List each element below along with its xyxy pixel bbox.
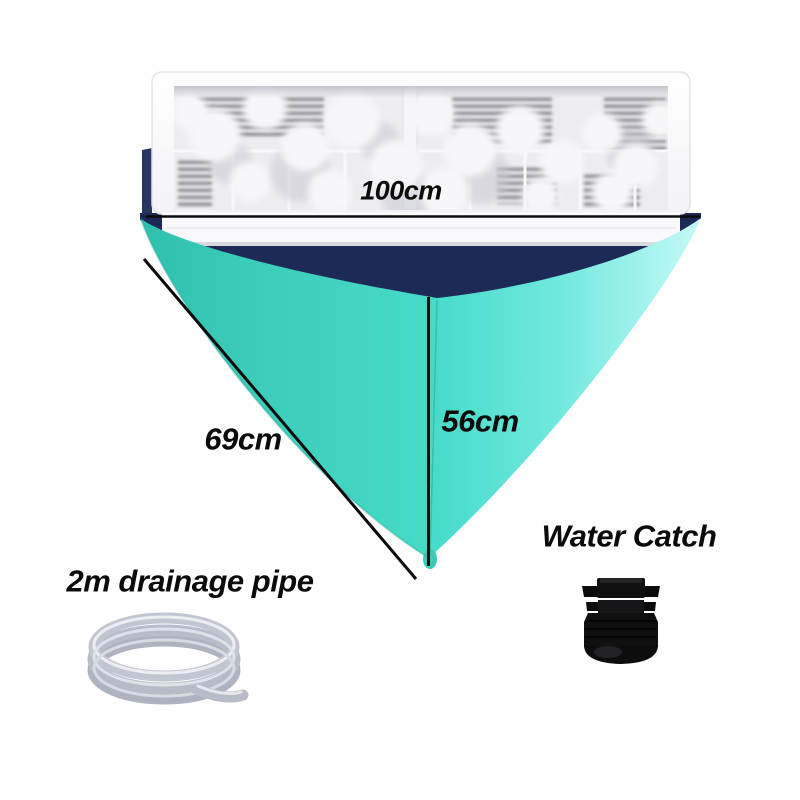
cleaning-cover-funnel-illustration bbox=[140, 218, 701, 569]
label-water-catch: Water Catch bbox=[541, 518, 717, 554]
measurement-lines bbox=[142, 215, 700, 580]
label-slant-69cm: 69cm bbox=[204, 421, 282, 457]
cover-center-seam bbox=[429, 299, 438, 557]
cover-left-panel bbox=[141, 219, 437, 558]
cleaning-foam bbox=[174, 86, 668, 210]
opening-top-shadow bbox=[174, 86, 668, 98]
drainage-pipe-coil-illustration bbox=[87, 612, 249, 705]
measurement-line-69cm bbox=[142, 258, 418, 580]
ac-unit-top-face bbox=[166, 75, 678, 83]
cover-right-panel bbox=[429, 218, 701, 558]
cover-left-edge-shade bbox=[140, 218, 430, 559]
label-width-100cm: 100cm bbox=[360, 175, 442, 206]
ac-unit-interior bbox=[174, 86, 668, 210]
label-drainage-pipe: 2m drainage pipe bbox=[66, 563, 314, 599]
label-depth-56cm: 56cm bbox=[441, 403, 519, 439]
cover-back-strap-sliver bbox=[142, 148, 152, 216]
water-catch-gland-illustration bbox=[582, 578, 660, 664]
air-conditioner-unit-illustration bbox=[151, 71, 691, 246]
